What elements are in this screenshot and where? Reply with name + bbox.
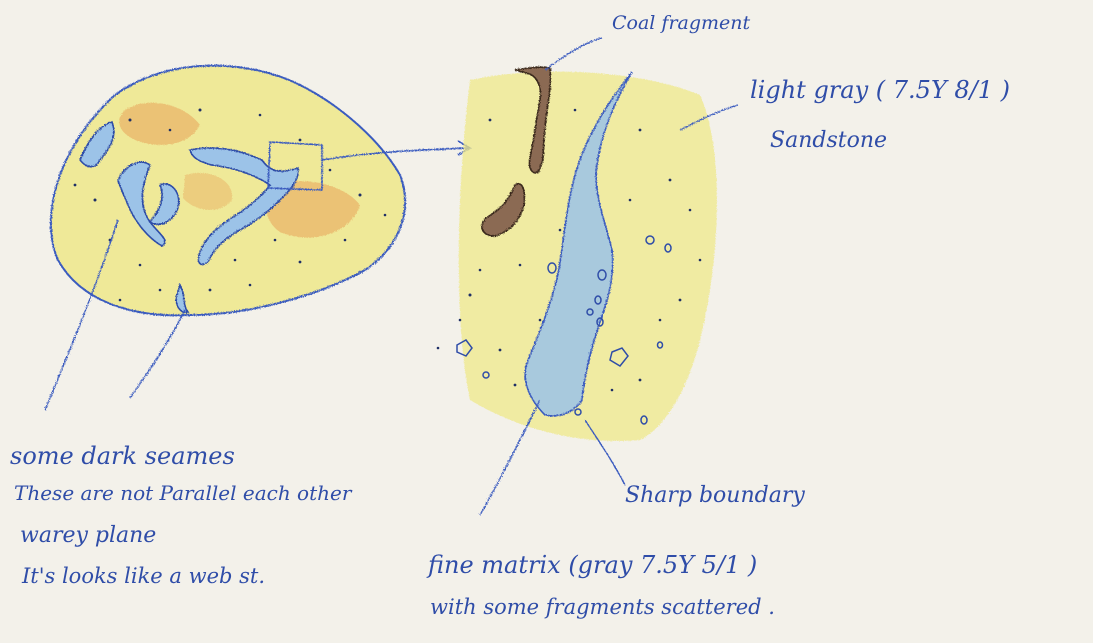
seams-note-3: warey plane	[20, 525, 156, 547]
sandstone-label: Sandstone	[770, 130, 887, 152]
leader-coal	[545, 38, 602, 70]
coal-fragment-label: Coal fragment	[612, 14, 750, 33]
seams-note-1: some dark seames	[10, 444, 235, 468]
leader-seam-2	[130, 310, 185, 398]
seams-note-2: These are not Parallel each other	[14, 483, 351, 503]
fine-matrix-label-2: with some fragments scattered .	[430, 597, 775, 618]
sharp-boundary-label: Sharp boundary	[625, 485, 805, 507]
light-gray-label: light gray ( 7.5Y 8/1 )	[750, 78, 1010, 102]
fine-matrix-label: fine matrix (gray 7.5Y 5/1 )	[428, 553, 757, 577]
rock-specimen	[51, 66, 470, 316]
seams-note-4: It's looks like a web st.	[22, 566, 265, 587]
enlarged-view	[437, 67, 717, 441]
